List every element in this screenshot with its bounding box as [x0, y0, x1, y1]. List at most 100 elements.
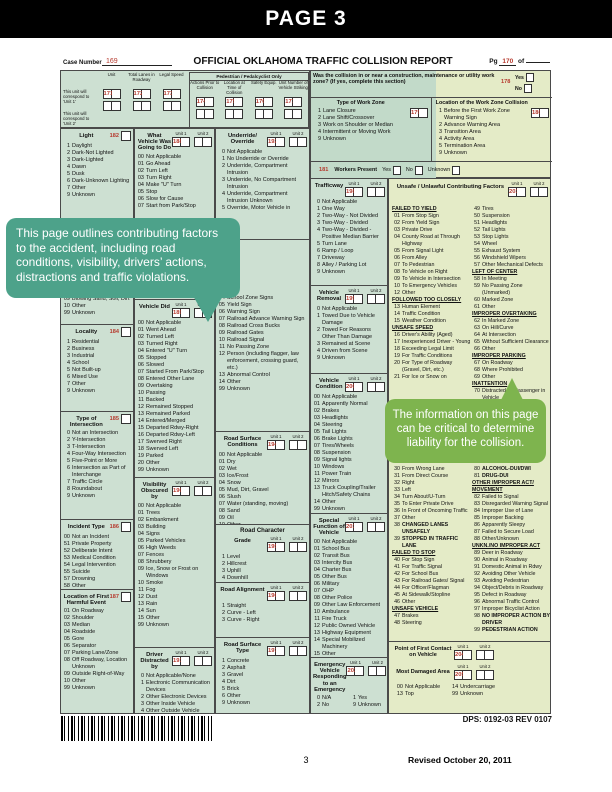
code-box-cell[interactable]: 176	[254, 97, 265, 107]
code-box-cell[interactable]	[476, 650, 485, 660]
code-box-cell[interactable]: 175	[225, 97, 236, 107]
code-box-cell[interactable]	[204, 97, 214, 107]
checkbox[interactable]	[452, 165, 461, 175]
code-box-cell[interactable]: 203	[508, 187, 519, 197]
code-box-cell[interactable]	[141, 101, 151, 111]
code-box-cell[interactable]	[102, 101, 112, 111]
code-box-cell[interactable]	[485, 670, 494, 680]
code-box-cell[interactable]: 196	[267, 591, 278, 601]
code-box-cell[interactable]	[293, 109, 303, 119]
code-box-cell[interactable]	[368, 666, 378, 676]
code-box-cell[interactable]: 195	[267, 542, 278, 552]
code-box-cell[interactable]	[367, 294, 376, 304]
code-box-cell[interactable]	[463, 670, 472, 680]
checkbox[interactable]	[414, 165, 423, 175]
code-box-cell[interactable]	[194, 137, 203, 147]
code-box-cell[interactable]: 199	[345, 294, 356, 304]
code-box-cell[interactable]	[354, 382, 363, 392]
code-box-cell[interactable]: 192	[267, 137, 278, 147]
code-box-cell[interactable]	[111, 101, 121, 111]
code-box-cell[interactable]	[367, 382, 376, 392]
code-box-cell[interactable]	[476, 670, 485, 680]
code-box-cell[interactable]	[171, 101, 181, 111]
checkbox[interactable]	[392, 165, 401, 175]
code-box-cell[interactable]	[540, 108, 549, 118]
code-box-cell[interactable]	[293, 97, 303, 107]
code-box-cell[interactable]	[289, 137, 298, 147]
code-box-cell[interactable]	[485, 650, 494, 660]
code-box-cell[interactable]	[195, 109, 205, 119]
code-box-cell[interactable]: 177	[284, 97, 295, 107]
checkbox[interactable]	[523, 84, 532, 93]
code-box-cell[interactable]	[376, 382, 385, 392]
code-box-cell[interactable]: 197	[267, 646, 278, 656]
code-box-cell[interactable]	[203, 656, 212, 666]
code-box-cell[interactable]	[289, 542, 298, 552]
checkbox[interactable]	[525, 73, 534, 82]
code-box-cell[interactable]	[121, 414, 131, 424]
code-box-cell[interactable]: 188	[172, 137, 183, 147]
code-box-cell[interactable]	[354, 294, 363, 304]
code-box-cell[interactable]	[263, 97, 273, 107]
code-box-cell[interactable]	[194, 656, 203, 666]
code-box-cell[interactable]	[181, 656, 190, 666]
code-box-cell[interactable]	[377, 666, 387, 676]
code-box-cell[interactable]	[141, 89, 151, 99]
code-box-cell[interactable]	[298, 646, 307, 656]
code-box-cell[interactable]	[181, 308, 190, 318]
code-box-cell[interactable]	[121, 131, 131, 141]
code-box-cell[interactable]: 191	[172, 656, 183, 666]
code-box-cell[interactable]: 205	[454, 670, 465, 680]
code-box-cell[interactable]: 179	[410, 108, 421, 118]
code-box-cell[interactable]	[121, 522, 131, 532]
code-box-cell[interactable]	[289, 591, 298, 601]
code-box-cell[interactable]	[181, 137, 190, 147]
code-box-cell[interactable]	[111, 89, 121, 99]
code-box-cell[interactable]	[276, 137, 285, 147]
code-box-cell[interactable]	[194, 486, 203, 496]
code-box-cell[interactable]: 172	[132, 89, 143, 99]
code-box-cell[interactable]	[276, 440, 285, 450]
code-box-cell[interactable]	[181, 486, 190, 496]
code-box-cell[interactable]	[203, 137, 212, 147]
code-box-cell[interactable]	[162, 101, 172, 111]
code-box-cell[interactable]	[298, 440, 307, 450]
code-box-cell[interactable]	[203, 486, 212, 496]
code-box-cell[interactable]: 190	[172, 486, 183, 496]
code-box-cell[interactable]: 189	[172, 308, 183, 318]
code-box-cell[interactable]: 173	[162, 89, 173, 99]
code-box-cell[interactable]: 201	[345, 522, 356, 532]
code-box-cell[interactable]	[298, 137, 307, 147]
code-box-cell[interactable]: 180	[531, 108, 542, 118]
code-box-cell[interactable]	[530, 187, 539, 197]
code-box-cell[interactable]	[298, 542, 307, 552]
code-box-cell[interactable]	[419, 108, 428, 118]
code-box-cell[interactable]	[376, 522, 385, 532]
code-box-cell[interactable]	[234, 97, 244, 107]
code-box-cell[interactable]	[289, 440, 298, 450]
code-box-cell[interactable]	[367, 187, 376, 197]
code-box-cell[interactable]	[354, 187, 363, 197]
code-box-cell[interactable]: 202	[346, 666, 357, 676]
code-box-cell[interactable]	[121, 327, 131, 337]
code-box-cell[interactable]	[367, 522, 376, 532]
code-box-cell[interactable]: 171	[102, 89, 113, 99]
code-box-cell[interactable]	[225, 109, 235, 119]
code-box-cell[interactable]	[204, 109, 214, 119]
code-box-cell[interactable]	[171, 89, 181, 99]
code-box-cell[interactable]	[276, 542, 285, 552]
code-box-cell[interactable]	[355, 666, 365, 676]
code-box-cell[interactable]	[234, 109, 244, 119]
code-box-cell[interactable]	[284, 109, 294, 119]
code-box-cell[interactable]	[254, 109, 264, 119]
code-box-cell[interactable]: 200	[345, 382, 356, 392]
code-box-cell[interactable]	[132, 101, 142, 111]
code-box-cell[interactable]: 174	[195, 97, 206, 107]
code-box-cell[interactable]: 198	[345, 187, 356, 197]
code-box-cell[interactable]	[354, 522, 363, 532]
code-box-cell[interactable]	[539, 187, 548, 197]
code-box-cell[interactable]	[463, 650, 472, 660]
code-box-cell[interactable]	[276, 646, 285, 656]
code-box-cell[interactable]	[289, 646, 298, 656]
code-box-cell[interactable]	[376, 187, 385, 197]
